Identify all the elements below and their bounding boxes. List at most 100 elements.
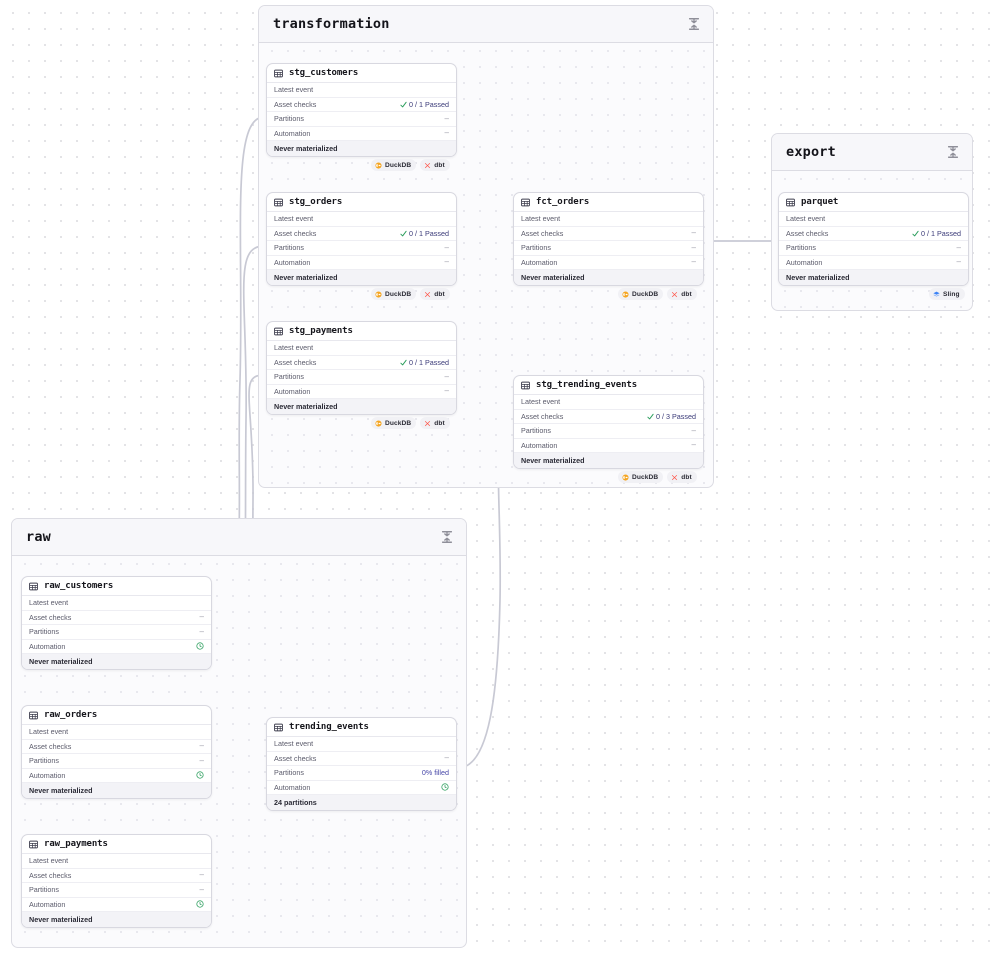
asset-row-label: Partitions bbox=[521, 243, 551, 253]
group-title: raw bbox=[26, 529, 51, 545]
empty-value: – bbox=[199, 870, 204, 880]
asset-row-label: Asset checks bbox=[29, 741, 72, 751]
asset-name: stg_customers bbox=[289, 68, 359, 78]
collapse-icon[interactable] bbox=[440, 530, 454, 544]
asset-card-header[interactable]: raw_customers bbox=[22, 577, 211, 596]
asset-row: Latest event bbox=[267, 83, 456, 98]
asset-row-label: Automation bbox=[274, 257, 311, 267]
asset-row-label: Automation bbox=[29, 641, 66, 651]
group-header[interactable]: export bbox=[772, 134, 972, 171]
clock-icon bbox=[196, 642, 204, 650]
duckdb-icon bbox=[375, 290, 382, 298]
asset-row-label: Asset checks bbox=[274, 357, 317, 367]
asset-row-label: Automation bbox=[274, 386, 311, 396]
asset-row: Partitions– bbox=[267, 112, 456, 127]
asset-row: Partitions– bbox=[267, 370, 456, 385]
asset-row: Asset checks – bbox=[267, 752, 456, 766]
asset-card-header[interactable]: parquet bbox=[779, 193, 968, 212]
asset-checks-value: 0 / 1 Passed bbox=[399, 100, 449, 109]
asset-card-header[interactable]: raw_orders bbox=[22, 706, 211, 725]
kind-badge-dbt[interactable]: dbt bbox=[420, 288, 450, 300]
table-icon bbox=[521, 381, 530, 389]
collapse-icon[interactable] bbox=[946, 145, 960, 159]
kind-badges-stg_customers: DuckDB dbt bbox=[371, 159, 450, 171]
asset-card-header[interactable]: raw_payments bbox=[22, 835, 211, 854]
kind-badge-dbt[interactable]: dbt bbox=[667, 471, 697, 483]
collapse-icon[interactable] bbox=[687, 17, 701, 31]
asset-row: Latest event bbox=[267, 737, 456, 752]
asset-status: Never materialized bbox=[267, 141, 456, 156]
dbt-icon bbox=[425, 162, 431, 168]
check-icon bbox=[399, 359, 407, 366]
asset-row-label: Latest event bbox=[786, 214, 826, 224]
check-icon bbox=[646, 413, 654, 420]
asset-card-header[interactable]: fct_orders bbox=[514, 193, 703, 212]
asset-checks-value: 0 / 1 Passed bbox=[399, 358, 449, 367]
asset-row: Latest event bbox=[779, 212, 968, 227]
kind-badge-dbt[interactable]: dbt bbox=[420, 417, 450, 429]
kind-badge-duckdb[interactable]: DuckDB bbox=[371, 288, 417, 300]
automation-value[interactable] bbox=[196, 771, 204, 779]
asset-row-label: Asset checks bbox=[274, 753, 317, 763]
asset-status: Never materialized bbox=[22, 783, 211, 798]
empty-value: – bbox=[444, 113, 449, 123]
asset-row: Latest event bbox=[514, 395, 703, 410]
asset-status: Never materialized bbox=[22, 912, 211, 927]
asset-name: stg_payments bbox=[289, 326, 353, 336]
group-header[interactable]: transformation bbox=[259, 6, 713, 43]
kind-badge-label: DuckDB bbox=[385, 161, 412, 169]
kind-badge-duckdb[interactable]: DuckDB bbox=[618, 288, 664, 300]
duckdb-icon bbox=[375, 161, 382, 169]
automation-value[interactable] bbox=[441, 783, 449, 791]
empty-value: – bbox=[444, 753, 449, 763]
asset-card-header[interactable]: stg_customers bbox=[267, 64, 456, 83]
kind-badge-dbt[interactable]: dbt bbox=[667, 288, 697, 300]
asset-card-header[interactable]: stg_payments bbox=[267, 322, 456, 341]
asset-status: Never materialized bbox=[779, 270, 968, 285]
kind-badge-sling[interactable]: Sling bbox=[929, 288, 965, 300]
asset-checks-value: 0 / 1 Passed bbox=[911, 229, 961, 238]
asset-card-header[interactable]: trending_events bbox=[267, 718, 456, 737]
kind-badge-duckdb[interactable]: DuckDB bbox=[618, 471, 664, 483]
asset-card-header[interactable]: stg_orders bbox=[267, 193, 456, 212]
automation-value[interactable] bbox=[196, 642, 204, 650]
asset-row: Automation bbox=[22, 640, 211, 654]
partitions-value[interactable]: 0% filled bbox=[421, 768, 449, 778]
asset-row: Automation– bbox=[267, 385, 456, 399]
asset-row: Automation– bbox=[267, 256, 456, 270]
asset-row: Automation– bbox=[514, 256, 703, 270]
asset-row-label: Partitions bbox=[521, 426, 551, 436]
asset-row-label: Latest event bbox=[29, 727, 69, 737]
asset-name: trending_events bbox=[289, 722, 369, 732]
asset-row: Asset checks– bbox=[22, 740, 211, 754]
asset-row-label: Partitions bbox=[29, 627, 59, 637]
asset-row-label: Latest event bbox=[521, 214, 561, 224]
asset-row-label: Asset checks bbox=[274, 228, 317, 238]
automation-value[interactable] bbox=[196, 900, 204, 908]
asset-row-label: Partitions bbox=[29, 756, 59, 766]
asset-row: Partitions– bbox=[22, 754, 211, 769]
asset-row-label: Latest event bbox=[29, 598, 69, 608]
group-header[interactable]: raw bbox=[12, 519, 466, 556]
group-title: export bbox=[786, 144, 836, 160]
kind-badge-duckdb[interactable]: DuckDB bbox=[371, 417, 417, 429]
empty-value: – bbox=[956, 242, 961, 252]
asset-card-header[interactable]: stg_trending_events bbox=[514, 376, 703, 395]
kind-badge-duckdb[interactable]: DuckDB bbox=[371, 159, 417, 171]
kind-badge-dbt[interactable]: dbt bbox=[420, 159, 450, 171]
